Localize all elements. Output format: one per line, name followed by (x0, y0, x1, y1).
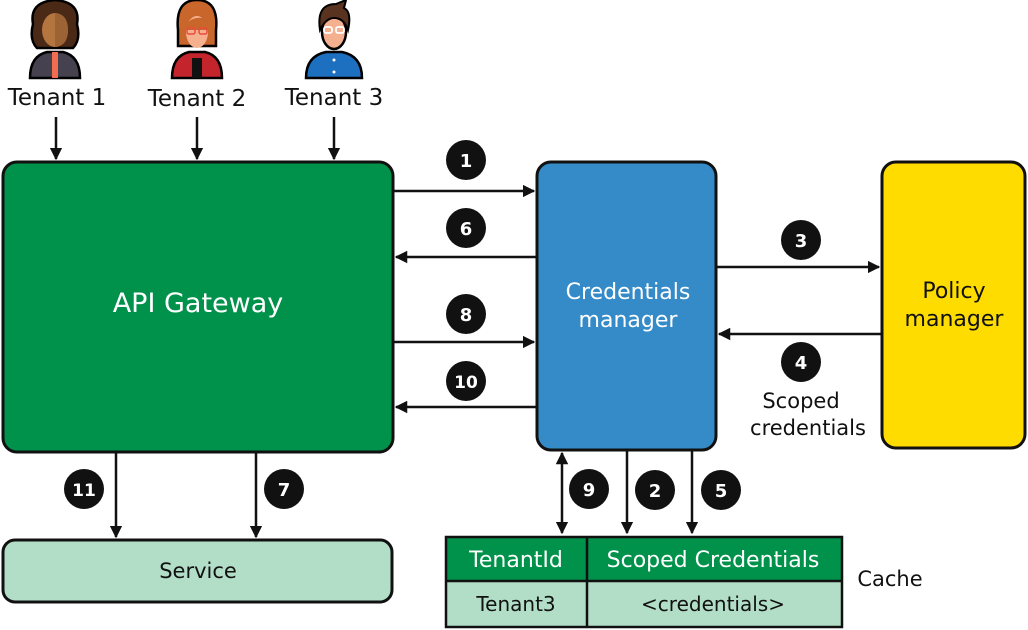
svg-text:9: 9 (583, 480, 596, 501)
step-badge-5: 5 (701, 470, 741, 510)
step-badge-9: 9 (569, 469, 609, 509)
cache-cell-tenantid: Tenant3 (475, 592, 555, 616)
credentials-manager-label-line2: manager (579, 308, 679, 333)
cache-cell-credentials: <credentials> (641, 592, 785, 616)
credentials-manager-box (535, 160, 718, 452)
svg-text:4: 4 (795, 353, 808, 374)
tenant-2-label: Tenant 2 (147, 86, 247, 112)
api-gateway-label: API Gateway (113, 288, 284, 319)
cache-header-row (446, 537, 842, 581)
svg-text:10: 10 (454, 373, 478, 393)
step-badge-3: 3 (781, 220, 821, 260)
tenant-1-label: Tenant 1 (7, 85, 107, 111)
step-badge-6: 6 (446, 208, 486, 248)
credentials-manager-label-line1: Credentials (566, 280, 691, 305)
policy-manager-label-line2: manager (905, 307, 1005, 332)
cache-data-row (446, 581, 842, 627)
person-man-glasses-icon (304, 0, 364, 80)
step-badge-7: 7 (264, 469, 304, 509)
cache-header-scoped-credentials: Scoped Credentials (607, 548, 820, 573)
api-gateway-box (1, 160, 395, 454)
step-badge-1: 1 (446, 140, 486, 180)
tenant-3-label: Tenant 3 (284, 85, 384, 111)
svg-text:5: 5 (715, 481, 728, 502)
step-badge-8: 8 (446, 294, 486, 334)
svg-text:3: 3 (795, 231, 808, 252)
cache-label: Cache (857, 567, 922, 591)
svg-text:1: 1 (460, 151, 473, 172)
scoped-credentials-label-line2: credentials (750, 416, 866, 440)
service-label: Service (159, 559, 237, 583)
svg-text:8: 8 (460, 305, 473, 326)
cache-header-tenantid: TenantId (468, 548, 563, 573)
svg-text:7: 7 (278, 480, 291, 501)
step-badge-10: 10 (446, 361, 486, 401)
policy-manager-box (880, 160, 1027, 450)
service-box (1, 538, 394, 604)
step-badge-2: 2 (635, 470, 675, 510)
policy-manager-label-line1: Policy (922, 279, 985, 304)
svg-text:2: 2 (649, 481, 662, 502)
scoped-credentials-label-line1: Scoped (762, 389, 839, 413)
person-woman-curly-hair-icon (28, 0, 82, 80)
svg-text:11: 11 (72, 481, 96, 501)
svg-text:6: 6 (460, 219, 473, 240)
cache-table: TenantId Scoped Credentials Tenant3 <cre… (444, 535, 844, 629)
person-woman-glasses-icon (170, 0, 224, 80)
step-badge-11: 11 (64, 469, 104, 509)
step-badge-4: 4 (781, 342, 821, 382)
